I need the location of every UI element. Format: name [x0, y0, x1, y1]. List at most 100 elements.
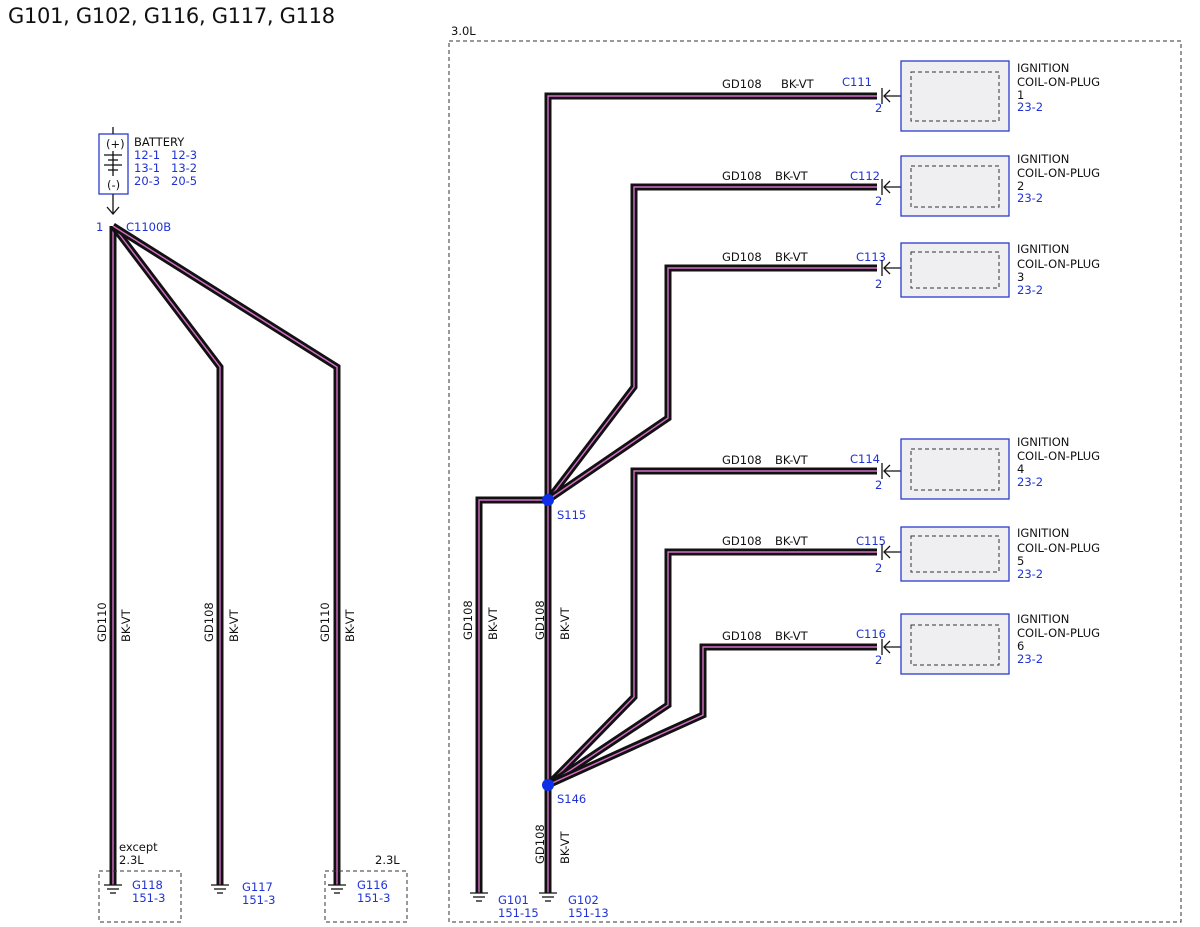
wire-c116[interactable]	[546, 643, 877, 789]
wire-label-color: BK-VT	[775, 629, 809, 643]
ground-icon	[539, 892, 557, 902]
ignition-coil-inner	[910, 448, 1000, 491]
device-label-line2: COIL-ON-PLUG	[1017, 166, 1100, 180]
battery-symbol[interactable]	[98, 127, 129, 215]
ground-icon	[211, 884, 229, 894]
connector-pin: 2	[875, 194, 882, 208]
wire-label-circuit: GD108	[722, 453, 762, 467]
wire-label-color: BK-VT	[775, 534, 809, 548]
coil-3: GD108 BK-VT C113 2 IGNITION COIL-ON-PLUG…	[722, 242, 1100, 298]
battery-ref-4[interactable]: 13-2	[171, 161, 197, 175]
device-ref[interactable]: 23-2	[1017, 567, 1043, 581]
connector-pin: 2	[875, 653, 882, 667]
wire-label-circuit: GD110	[95, 602, 109, 642]
wire-c114[interactable]	[545, 467, 877, 788]
device-label-line3: 5	[1017, 554, 1024, 568]
device-label-line2: COIL-ON-PLUG	[1017, 75, 1100, 89]
wire-label-circuit: GD108	[722, 169, 762, 183]
device-label-line3: 6	[1017, 639, 1024, 653]
wire-label-circuit: GD108	[722, 534, 762, 548]
connector-c116[interactable]: C116	[856, 627, 886, 641]
wire-label-color: BK-VT	[781, 77, 815, 91]
ground-g101-name[interactable]: G101	[498, 893, 529, 907]
battery-connector-name[interactable]: C1100B	[126, 220, 171, 234]
splice-s146[interactable]	[542, 779, 554, 791]
ground-icon	[104, 884, 122, 894]
wire-c112[interactable]	[545, 183, 877, 503]
device-ref[interactable]: 23-2	[1017, 652, 1043, 666]
battery-ref-2[interactable]: 12-3	[171, 148, 197, 162]
ground-g116-name[interactable]: G116	[357, 878, 388, 892]
ignition-coil-device[interactable]	[900, 60, 1010, 132]
wire-label-circuit: GD108	[461, 600, 475, 640]
connector-pin: 2	[875, 561, 882, 575]
ignition-coil-device[interactable]	[900, 613, 1010, 675]
wire-label-color: BK-VT	[227, 608, 241, 642]
ground-g102-ref[interactable]: 151-13	[568, 906, 609, 920]
option-box-2-3l	[324, 870, 408, 923]
coil-1: GD108 BK-VT C111 2 IGNITION COIL-ON-PLUG…	[722, 60, 1100, 132]
connector-c113[interactable]: C113	[856, 250, 886, 264]
connector-pin: 2	[875, 101, 882, 115]
ground-g101-ref[interactable]: 151-15	[498, 906, 539, 920]
splice-s146-label[interactable]: S146	[557, 792, 586, 806]
connector-c112[interactable]: C112	[850, 169, 880, 183]
ignition-coil-inner	[910, 624, 1000, 666]
device-label-line2: COIL-ON-PLUG	[1017, 449, 1100, 463]
device-label-line1: IGNITION	[1017, 61, 1069, 75]
connector-c115[interactable]: C115	[856, 534, 886, 548]
device-label-line3: 3	[1017, 270, 1024, 284]
device-ref[interactable]: 23-2	[1017, 100, 1043, 114]
battery-ref-6[interactable]: 20-5	[171, 174, 197, 188]
coil-6: GD108 BK-VT C116 2 IGNITION COIL-ON-PLUG…	[722, 612, 1100, 675]
option-note-line2: 2.3L	[119, 853, 144, 867]
wire-label-color: BK-VT	[486, 606, 500, 640]
device-label-line1: IGNITION	[1017, 526, 1069, 540]
wire-label-color: BK-VT	[775, 453, 809, 467]
wire-label-color: BK-VT	[343, 608, 357, 642]
wire-c113[interactable]	[546, 264, 877, 503]
wire-gd110-to-g116[interactable]	[111, 223, 341, 885]
wire-label-circuit: GD108	[722, 629, 762, 643]
wire-c115[interactable]	[546, 548, 877, 788]
ground-g117-ref[interactable]: 151-3	[242, 893, 275, 907]
connector-c114[interactable]: C114	[850, 452, 880, 466]
battery-ref-1[interactable]: 12-1	[134, 148, 160, 162]
ground-g116-ref[interactable]: 151-3	[357, 891, 390, 905]
wire-label-color: BK-VT	[558, 606, 572, 640]
ground-icon	[470, 892, 488, 902]
ignition-coil-device[interactable]	[900, 242, 1010, 298]
ignition-coil-device[interactable]	[900, 526, 1010, 582]
wire-label-color: BK-VT	[558, 830, 572, 864]
wire-label-circuit: GD108	[533, 600, 547, 640]
connector-pin: 2	[875, 277, 882, 291]
device-ref[interactable]: 23-2	[1017, 475, 1043, 489]
ground-g102-name[interactable]: G102	[568, 893, 599, 907]
region-3-0l-label: 3.0L	[451, 24, 476, 38]
wire-label-circuit: GD108	[722, 77, 762, 91]
wire-label-color: BK-VT	[775, 250, 809, 264]
wire-label-circuit: GD108	[202, 602, 216, 642]
battery-ref-3[interactable]: 13-1	[134, 161, 160, 175]
ground-g117-name[interactable]: G117	[242, 880, 273, 894]
device-ref[interactable]: 23-2	[1017, 191, 1043, 205]
splice-s115-label[interactable]: S115	[557, 508, 586, 522]
device-label-line1: IGNITION	[1017, 242, 1069, 256]
device-label-line3: 4	[1017, 462, 1024, 476]
connector-c111[interactable]: C111	[842, 75, 872, 89]
device-label-line1: IGNITION	[1017, 612, 1069, 626]
ground-icon	[328, 884, 346, 894]
page-title: G101, G102, G116, G117, G118	[8, 4, 335, 28]
device-ref[interactable]: 23-2	[1017, 283, 1043, 297]
wire-g101[interactable]	[475, 496, 548, 893]
wire-gd108-to-g117[interactable]	[110, 223, 224, 885]
device-label-line1: IGNITION	[1017, 152, 1069, 166]
device-label-line3: 1	[1017, 88, 1024, 102]
ground-g118-name[interactable]: G118	[132, 878, 163, 892]
ground-g118-ref[interactable]: 151-3	[132, 891, 165, 905]
battery-ref-5[interactable]: 20-3	[134, 174, 160, 188]
option-note-line1: except	[119, 840, 158, 854]
wire-c111[interactable]	[544, 92, 877, 500]
splice-s115[interactable]	[542, 494, 554, 506]
wire-label-circuit: GD110	[318, 602, 332, 642]
